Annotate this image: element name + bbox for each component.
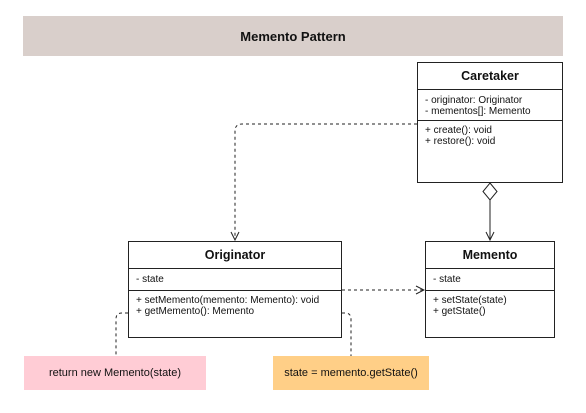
class-name: Memento <box>426 242 554 269</box>
diagram-title: Memento Pattern <box>240 28 346 44</box>
aggregation-diamond <box>482 182 498 201</box>
class-attributes: - state <box>129 269 341 291</box>
class-attributes: - state <box>426 269 554 291</box>
method: + getMemento(): Memento <box>136 306 255 317</box>
attribute: - state <box>136 274 164 285</box>
class-attributes: - originator: Originator - mementos[]: M… <box>418 90 562 121</box>
class-methods: + setState(state) + getState() <box>426 291 554 321</box>
class-methods: + setMemento(memento: Memento): void + g… <box>129 291 341 321</box>
class-name: Caretaker <box>418 63 562 90</box>
note-text: return new Memento(state) <box>48 367 182 379</box>
note-connector-get-memento <box>115 312 128 356</box>
method: + getState() <box>433 306 486 317</box>
method: + setMemento(memento: Memento): void <box>136 295 320 306</box>
attribute: - state <box>433 274 461 285</box>
caretaker-class: Caretaker - originator: Originator - mem… <box>417 62 563 183</box>
attribute: - mementos[]: Memento <box>425 106 531 117</box>
class-name: Originator <box>129 242 341 269</box>
note-get-memento: return new Memento(state) <box>24 356 206 390</box>
diagram-title-banner: Memento Pattern <box>23 16 563 56</box>
attribute: - originator: Originator <box>425 95 523 106</box>
method: + setState(state) <box>433 295 507 306</box>
note-set-memento: state = memento.getState() <box>273 356 429 390</box>
originator-class: Originator - state + setMemento(memento:… <box>128 241 342 338</box>
note-text: state = memento.getState() <box>284 367 418 379</box>
memento-class: Memento - state + setState(state) + getS… <box>425 241 555 338</box>
method: + create(): void <box>425 125 492 136</box>
method: + restore(): void <box>425 136 496 147</box>
note-connector-set-memento <box>342 312 352 356</box>
caretaker-originator-dependency <box>235 123 417 240</box>
class-methods: + create(): void + restore(): void <box>418 121 562 151</box>
